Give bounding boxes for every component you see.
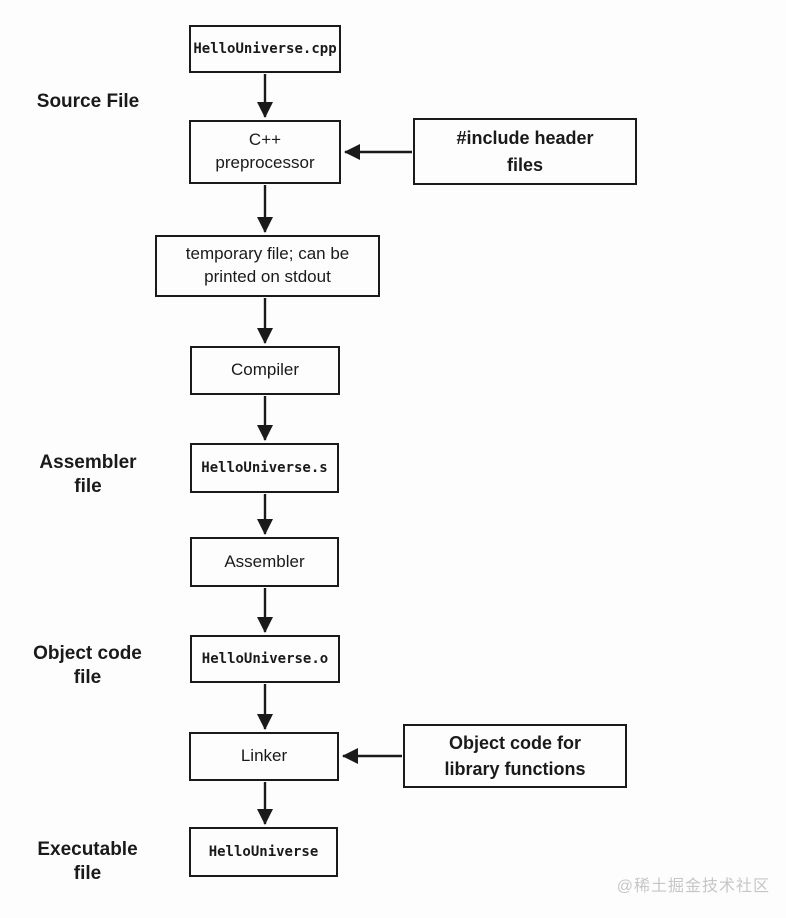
node-hellouniverse-exe-label: HelloUniverse bbox=[208, 843, 319, 860]
node-hellouniverse-exe: HelloUniverse bbox=[189, 827, 338, 877]
node-compiler-label: Compiler bbox=[230, 360, 300, 380]
node-hellouniverse-o-label: HelloUniverse.o bbox=[201, 650, 329, 667]
node-include-header-files-label: #include header files bbox=[456, 128, 594, 175]
node-assembler-label: Assembler bbox=[224, 551, 305, 571]
node-cpp-preprocessor-label: C++ preprocessor bbox=[215, 130, 315, 172]
node-compiler: Compiler bbox=[190, 346, 340, 395]
node-object-code-library: Object code for library functions bbox=[403, 724, 627, 788]
node-hellouniverse-cpp: HelloUniverse.cpp bbox=[189, 25, 341, 73]
watermark: @稀土掘金技术社区 bbox=[616, 878, 770, 895]
node-hellouniverse-s-label: HelloUniverse.s bbox=[201, 459, 328, 476]
label-object-code-file: Object code file bbox=[33, 643, 142, 688]
node-hellouniverse-o: HelloUniverse.o bbox=[190, 635, 340, 683]
node-include-header-files: #include header files bbox=[413, 118, 637, 185]
node-hellouniverse-s: HelloUniverse.s bbox=[190, 443, 339, 493]
label-source-file: Source File bbox=[36, 91, 140, 112]
label-executable-file: Executable file bbox=[37, 839, 138, 884]
node-hellouniverse-cpp-label: HelloUniverse.cpp bbox=[193, 40, 337, 57]
node-assembler: Assembler bbox=[190, 537, 339, 587]
node-linker-label: Linker bbox=[240, 746, 288, 766]
node-temporary-file-label: temporary file; can be printed on stdout bbox=[185, 244, 350, 286]
node-linker: Linker bbox=[189, 732, 339, 781]
node-temporary-file: temporary file; can be printed on stdout bbox=[155, 235, 380, 297]
node-cpp-preprocessor: C++ preprocessor bbox=[189, 120, 341, 184]
label-assembler-file: Assembler file bbox=[39, 452, 137, 497]
node-object-code-library-label: Object code for library functions bbox=[444, 732, 586, 779]
